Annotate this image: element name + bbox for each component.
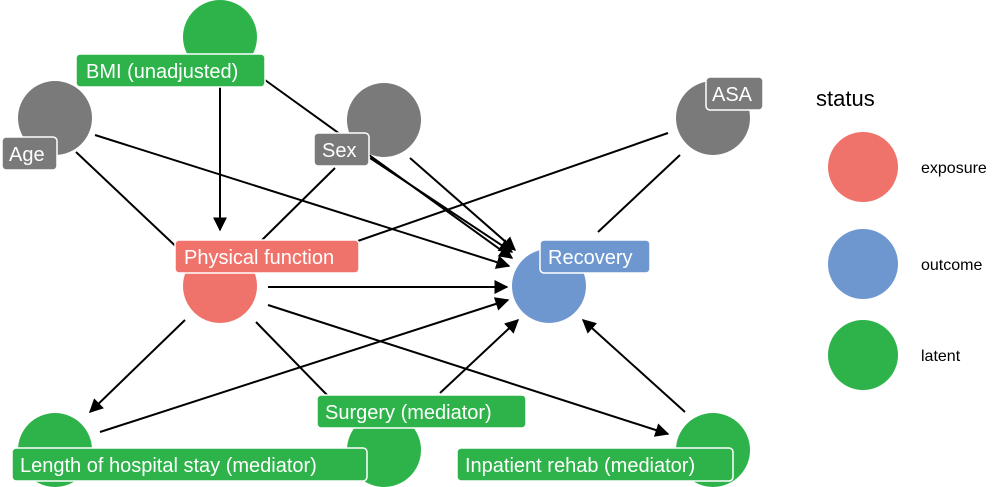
- label-los-text: Length of hospital stay (mediator): [20, 455, 317, 477]
- edge-age-physical: [75, 151, 186, 256]
- edge-los-recovery: [99, 297, 510, 433]
- label-rehab-text: Inpatient rehab (mediator): [465, 455, 695, 477]
- label-bmi-text: BMI (unadjusted): [86, 61, 238, 83]
- label-physical-text: Physical function: [184, 247, 334, 269]
- legend-title: status: [816, 86, 875, 111]
- edge-physical-surgery: [255, 321, 329, 397]
- label-surgery: Surgery (mediator): [316, 394, 527, 429]
- label-age-text: Age: [9, 144, 45, 166]
- edge-sex-recovery-1: [369, 157, 514, 253]
- label-sex: Sex: [313, 132, 370, 167]
- legend-key-exposure: [828, 132, 898, 202]
- label-asa: ASA: [705, 76, 764, 111]
- label-recovery: Recovery: [539, 239, 651, 274]
- label-rehab: Inpatient rehab (mediator): [456, 447, 734, 482]
- edge-physical-los: [88, 319, 186, 413]
- edge-rehab-recovery: [581, 319, 686, 413]
- edge-surgery-recovery: [439, 319, 520, 394]
- label-physical: Physical function: [174, 239, 360, 274]
- label-age: Age: [1, 136, 58, 171]
- edge-asa-recovery: [597, 154, 681, 233]
- edges: [75, 79, 686, 437]
- label-asa-text: ASA: [712, 84, 753, 106]
- label-recovery-text: Recovery: [548, 247, 632, 269]
- edge-bmi-recovery: [264, 79, 514, 259]
- label-los: Length of hospital stay (mediator): [11, 447, 368, 482]
- legend-label-exposure: exposure: [921, 160, 987, 177]
- edge-sex-physical: [261, 167, 336, 241]
- label-sex-text: Sex: [322, 140, 356, 162]
- legend-label-outcome: outcome: [921, 257, 982, 274]
- edge-physical-rehab: [267, 304, 670, 437]
- legend: exposure outcome latent: [828, 132, 987, 390]
- node-labels: BMI (unadjusted) Age Sex ASA Physical fu…: [1, 53, 764, 482]
- legend-label-latent: latent: [921, 348, 961, 365]
- legend-key-latent: [828, 320, 898, 390]
- legend-key-outcome: [828, 229, 898, 299]
- label-bmi: BMI (unadjusted): [75, 53, 266, 88]
- label-surgery-text: Surgery (mediator): [325, 402, 492, 424]
- edge-asa-physical: [354, 132, 669, 243]
